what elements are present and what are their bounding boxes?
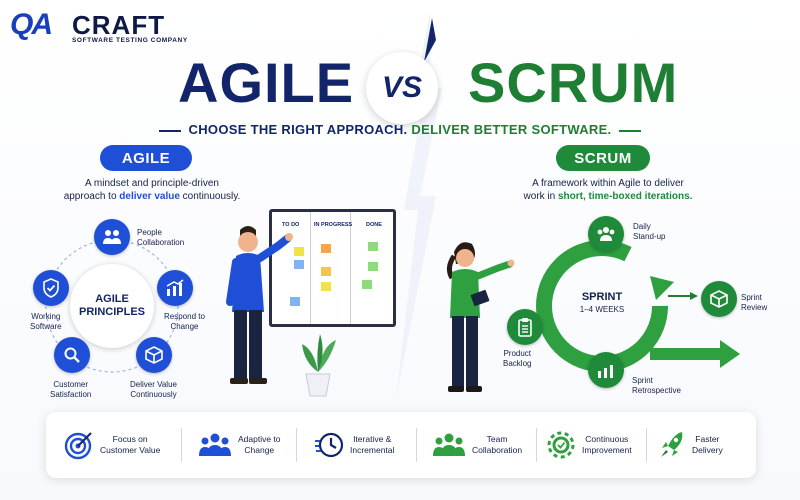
chart-icon	[157, 270, 193, 306]
board-col-progress: IN PROGRESS	[314, 222, 353, 228]
logo-tagline: SOFTWARE TESTING COMPANY	[72, 37, 188, 44]
vs-text: VS	[381, 71, 423, 104]
gear-icon	[547, 431, 575, 459]
agile-ring	[45, 239, 179, 373]
tagline: CHOOSE THE RIGHT APPROACH. DELIVER BETTE…	[0, 122, 800, 137]
clipboard-icon	[507, 309, 543, 345]
vs-badge: VS	[366, 52, 438, 124]
title-scrum: SCRUM	[468, 51, 679, 114]
board-col-done: DONE	[366, 222, 382, 228]
tagline-part2: DELIVER BETTER SOFTWARE.	[411, 122, 612, 137]
title-agile: AGILE	[178, 51, 355, 114]
tagline-part1: CHOOSE THE RIGHT APPROACH.	[188, 122, 408, 137]
team-icon	[588, 216, 624, 252]
center-line1: AGILE	[95, 293, 129, 305]
sprint-center: SPRINT 1–4 WEEKS	[567, 291, 637, 314]
logo-mark: QA	[10, 8, 53, 41]
team-collab-icon	[433, 433, 465, 456]
center-line2: PRINCIPLES	[78, 306, 145, 318]
rocket-icon	[661, 432, 683, 457]
group-icon	[199, 433, 231, 456]
people-icon	[94, 219, 130, 255]
review-box-icon	[701, 281, 737, 317]
search-icon	[54, 337, 90, 373]
sprint-title: SPRINT	[581, 291, 623, 303]
logo-name: CRAFT	[72, 10, 166, 40]
scrum-desc-line2: work in short, time-boxed iterations.	[523, 191, 693, 202]
woman-figure	[446, 242, 515, 392]
scrum-desc-line1: A framework within Agile to deliver	[532, 178, 684, 189]
agile-pill: AGILE	[100, 145, 192, 171]
agile-description: A mindset and principle-driven approach …	[52, 177, 252, 203]
man-figure	[226, 226, 293, 384]
kanban-board: TO DO IN PROGRESS DONE	[269, 209, 396, 327]
box-icon	[136, 337, 172, 373]
agile-desc-line2: approach to deliver value continuously.	[63, 191, 241, 202]
plant-decor	[302, 334, 336, 397]
agile-desc-line1: A mindset and principle-driven	[85, 178, 219, 189]
scrum-pill: SCRUM	[556, 145, 650, 171]
sprint-duration: 1–4 WEEKS	[579, 305, 625, 314]
agile-principles-center: AGILE PRINCIPLES	[70, 264, 154, 348]
board-col-todo: TO DO	[282, 222, 300, 228]
clock-icon	[315, 432, 344, 458]
scrum-description: A framework within Agile to deliver work…	[508, 177, 708, 203]
feature-iterative: Iterative &Incremental	[314, 412, 394, 478]
retro-chart-icon	[588, 352, 624, 388]
shield-icon	[33, 270, 69, 306]
target-icon	[64, 432, 92, 460]
